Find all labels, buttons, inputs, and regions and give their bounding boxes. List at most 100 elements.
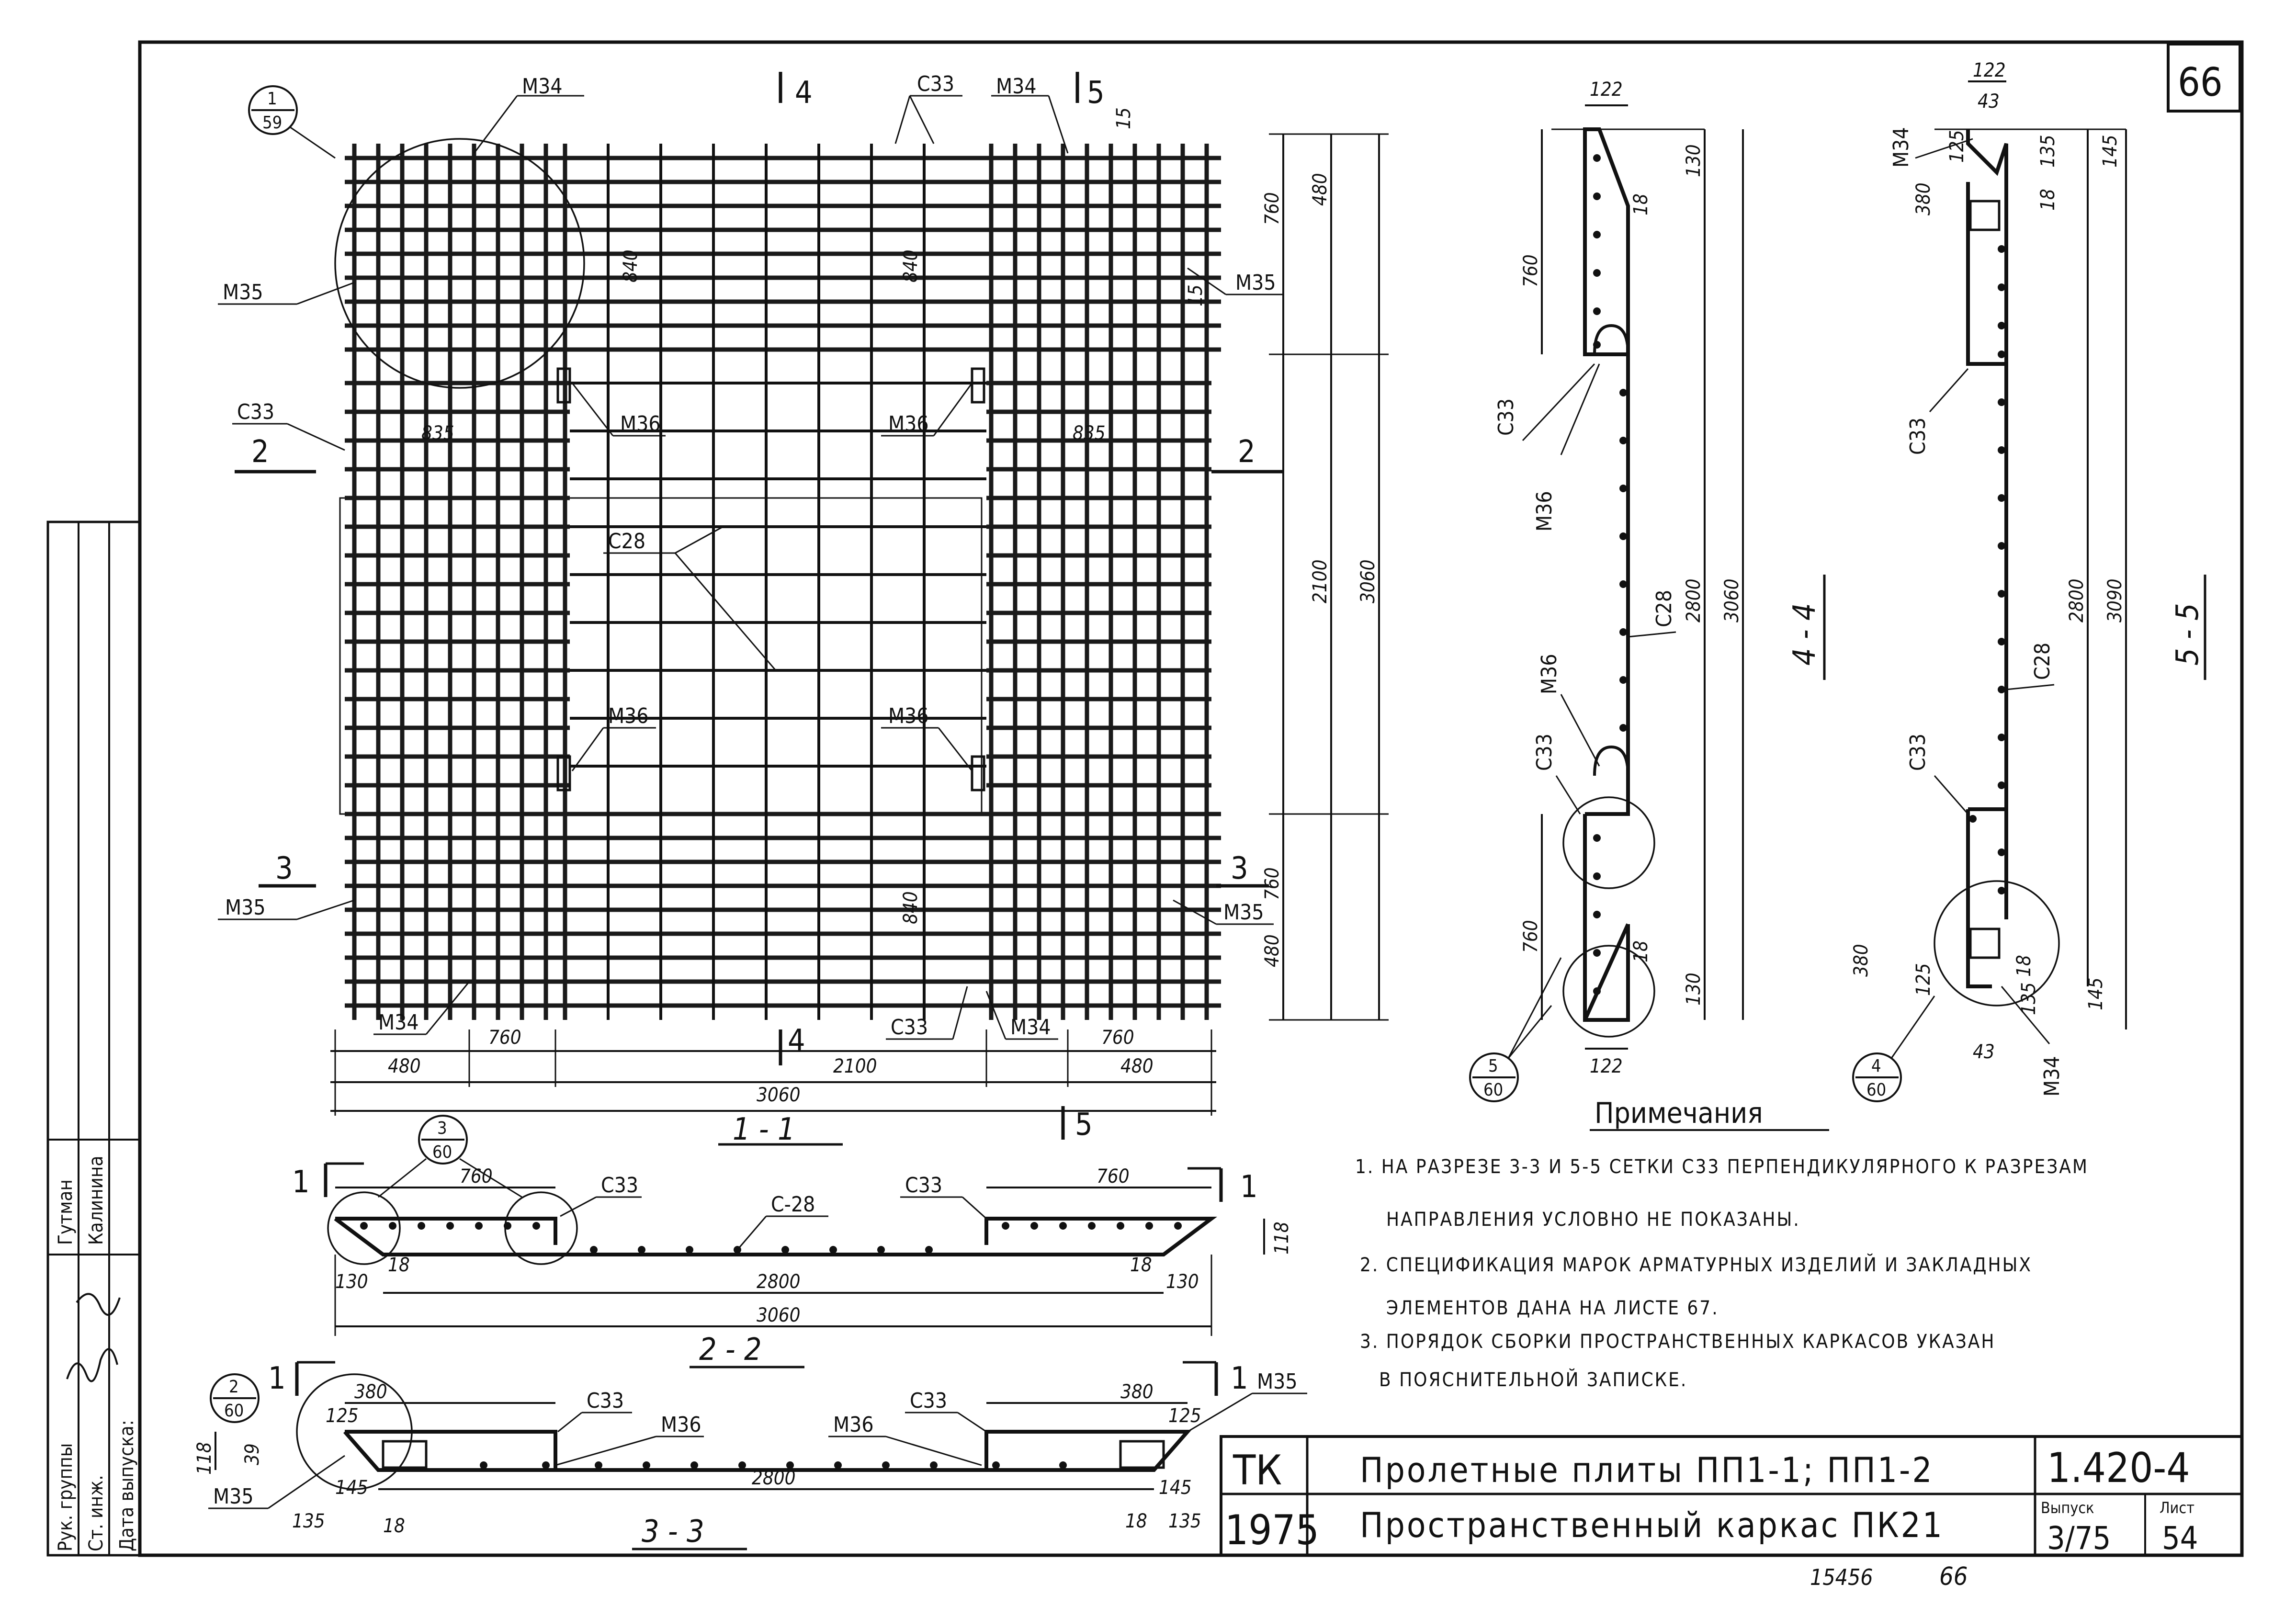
title-line-2: Пространственный каркас ПК21 — [1360, 1505, 1944, 1545]
svg-text:130: 130 — [1683, 144, 1705, 177]
svg-text:15: 15 — [1113, 107, 1135, 129]
section-4-4-dims: 122 130 18 760 2800 3060 760 18 130 122 — [1520, 79, 1744, 1077]
svg-text:760: 760 — [488, 1027, 521, 1049]
svg-text:43: 43 — [1978, 90, 2000, 113]
footer-inventory: 15456 — [1810, 1564, 1873, 1590]
svg-text:1: 1 — [292, 1165, 310, 1200]
svg-text:2800: 2800 — [757, 1271, 801, 1293]
svg-text:118: 118 — [1271, 1221, 1293, 1255]
svg-text:С33: С33 — [917, 72, 954, 96]
svg-text:С28: С28 — [1652, 590, 1676, 627]
plan-dimensions: 15 15 760 480 840 840 840 835 835 2100 3… — [330, 107, 1389, 1116]
svg-text:М36: М36 — [1537, 654, 1561, 694]
note-2b: ЭЛЕМЕНТОВ ДАНА НА ЛИСТЕ 67. — [1386, 1297, 1719, 1319]
section-3-3-title: 3 - 3 — [642, 1514, 704, 1549]
svg-text:М36: М36 — [661, 1413, 701, 1437]
note-2a: 2. СПЕЦИФИКАЦИЯ МАРОК АРМАТУРНЫХ ИЗДЕЛИЙ… — [1360, 1253, 2032, 1276]
svg-text:380: 380 — [1850, 944, 1872, 977]
svg-text:39: 39 — [241, 1443, 263, 1465]
svg-text:130: 130 — [1166, 1271, 1199, 1293]
svg-text:3060: 3060 — [1357, 559, 1379, 603]
section-marks-plan: 4 5 4 5 2 2 3 3 — [235, 72, 1283, 1142]
svg-text:60: 60 — [224, 1401, 244, 1421]
side-mesh-horizontal — [345, 381, 1211, 788]
svg-text:2: 2 — [251, 434, 269, 470]
callout-3-60: 3 60 — [378, 1115, 522, 1198]
svg-text:С33: С33 — [910, 1389, 947, 1413]
svg-text:760: 760 — [1097, 1165, 1130, 1188]
callout-2-60: 2 60 — [210, 1373, 260, 1423]
svg-text:С33: С33 — [1532, 734, 1557, 771]
svg-text:125: 125 — [326, 1405, 359, 1427]
svg-text:135: 135 — [2037, 135, 2059, 168]
svg-text:18: 18 — [2013, 955, 2035, 977]
section-4-4-dots — [1593, 154, 1627, 995]
svg-text:С28: С28 — [608, 529, 645, 554]
svg-text:4: 4 — [788, 1023, 805, 1059]
svg-text:3: 3 — [1231, 851, 1248, 886]
plan-title: 1 - 1 — [733, 1112, 795, 1147]
svg-text:3060: 3060 — [757, 1304, 801, 1326]
svg-text:760: 760 — [1101, 1027, 1134, 1049]
title-issue: 3/75 — [2047, 1520, 2111, 1557]
section-4-4-labels: С33 М36 С28 М36 С33 — [1494, 363, 1676, 814]
svg-text:С33: С33 — [601, 1173, 638, 1198]
svg-text:3: 3 — [275, 851, 293, 886]
svg-text:60: 60 — [1483, 1080, 1503, 1100]
svg-text:2800: 2800 — [1683, 578, 1705, 622]
svg-text:М34: М34 — [522, 74, 563, 99]
svg-text:М35: М35 — [223, 280, 263, 305]
svg-text:145: 145 — [2099, 135, 2121, 168]
note-1b: НАПРАВЛЕНИЯ УСЛОВНО НЕ ПОКАЗАНЫ. — [1386, 1209, 1800, 1231]
svg-text:125: 125 — [1946, 130, 1968, 163]
svg-text:480: 480 — [1309, 173, 1331, 206]
handwritten-signature — [66, 1293, 121, 1382]
svg-text:59: 59 — [262, 113, 282, 133]
section-5-5: 4 60 М34 С33 С28 С33 М34 122 43 125 135 … — [1850, 59, 2206, 1102]
svg-text:125: 125 — [1912, 963, 1934, 996]
title-org: ТК — [1233, 1447, 1282, 1494]
svg-text:2: 2 — [1238, 434, 1255, 470]
svg-text:С33: С33 — [1906, 734, 1930, 771]
section-2-2-title: 2 - 2 — [699, 1332, 762, 1368]
svg-text:М34: М34 — [2040, 1056, 2064, 1097]
svg-text:18: 18 — [383, 1515, 405, 1537]
svg-text:5: 5 — [1488, 1056, 1498, 1076]
vertical-bars — [352, 144, 1209, 1020]
svg-text:60: 60 — [1866, 1080, 1886, 1100]
svg-text:380: 380 — [354, 1381, 387, 1403]
svg-text:840: 840 — [900, 891, 922, 924]
svg-text:15: 15 — [1185, 284, 1207, 306]
section-5-5-dots — [1969, 245, 2005, 894]
svg-text:122: 122 — [1973, 59, 2006, 81]
title-year: 1975 — [1225, 1506, 1319, 1554]
stamp-row-3: Дата выпуска: — [116, 1420, 138, 1551]
stamp-row-1: Рук. группы — [55, 1443, 77, 1551]
svg-text:5: 5 — [1087, 75, 1105, 111]
note-3a: 3. ПОРЯДОК СБОРКИ ПРОСТРАНСТВЕННЫХ КАРКА… — [1360, 1331, 1995, 1353]
svg-text:М35: М35 — [213, 1484, 254, 1509]
svg-text:С33: С33 — [237, 400, 274, 424]
svg-text:1: 1 — [1240, 1169, 1258, 1205]
stamp-name-1: Гутман — [55, 1179, 77, 1245]
footer: 15456 66 — [1810, 1562, 1968, 1591]
svg-text:18: 18 — [1130, 1254, 1152, 1276]
svg-text:М34: М34 — [1010, 1015, 1051, 1040]
section-2-2: 3 60 1 1 С33 С-28 С33 760 760 11 — [292, 1115, 1293, 1368]
svg-text:18: 18 — [388, 1254, 410, 1276]
svg-text:2100: 2100 — [1309, 559, 1331, 603]
embedded-parts-m36 — [556, 367, 985, 792]
notes: Примечания 1. НА РАЗРЕЗЕ 3-3 И 5-5 СЕТКИ… — [1355, 1097, 2087, 1391]
svg-text:С33: С33 — [587, 1389, 624, 1413]
callout-5-60: 5 60 — [1469, 957, 1562, 1102]
section-5-5-labels: М34 С33 С28 С33 М34 — [1889, 127, 2064, 1097]
title-code: 1.420-4 — [2047, 1444, 2190, 1492]
svg-text:130: 130 — [335, 1271, 368, 1293]
section-2-2-dots — [360, 1222, 1182, 1254]
svg-text:М36: М36 — [888, 412, 929, 436]
section-2-2-labels: С33 С-28 С33 — [560, 1173, 987, 1250]
svg-text:125: 125 — [1168, 1405, 1201, 1427]
svg-text:М36: М36 — [620, 412, 661, 436]
bottom-mesh-horizontal — [345, 812, 1221, 1008]
svg-text:145: 145 — [335, 1477, 368, 1499]
